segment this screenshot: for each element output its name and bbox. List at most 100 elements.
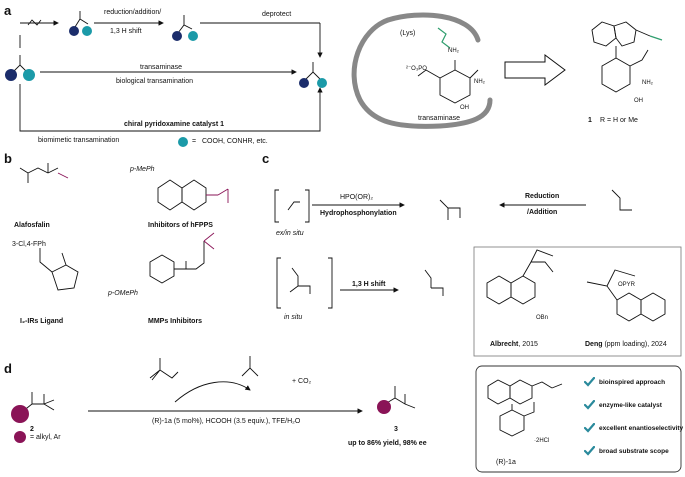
feature-label: bioinspired approach (599, 378, 666, 386)
features-box (475, 365, 682, 473)
sphere-d-product (377, 400, 391, 414)
imine-c-right (611, 189, 632, 211)
label-deng-rest: (ppm loading), 2024 (602, 341, 667, 348)
colored-spheres (5, 26, 391, 443)
label-deng-line: Deng (ppm loading), 2024 (585, 341, 667, 348)
sphere-amine-navy (172, 31, 182, 41)
label-pome: p-OMePh (108, 290, 138, 297)
cat1a-pyridine (499, 409, 525, 437)
i2ir-ring (51, 264, 79, 291)
sphere-d-legend (14, 431, 26, 443)
feature-label: broad substrate scope (599, 447, 669, 455)
label-co2: + CO₂ (292, 378, 312, 385)
lys-chain (437, 27, 451, 49)
label-cat-1a: (R)-1a (496, 459, 516, 466)
plp-ring (439, 69, 471, 104)
ketophosphonate-2 (21, 392, 55, 413)
sphere-product-teal (317, 78, 327, 88)
label-transaminase-enzyme: transaminase (418, 115, 461, 122)
reagent-reduction: reduction/addition/ (104, 9, 162, 16)
amine-chain (27, 19, 42, 26)
label-pmeph: p-MePh (130, 166, 155, 173)
sphere-legend-teal (178, 137, 188, 147)
chiral-amine-bonds (304, 62, 322, 81)
feature-label: enzyme-like catalyst (599, 401, 662, 409)
feature-row-2: enzyme-like catalyst (584, 400, 662, 410)
sphere-ketone-teal (23, 69, 35, 81)
label-hpo: HPO(OR)₂ (340, 194, 374, 201)
hfpps-ring-1 (157, 179, 183, 211)
catalyst-box (473, 246, 682, 357)
panel-letter-b: b (4, 151, 12, 166)
reagent-13shift: 1,3 H shift (110, 28, 142, 35)
legend-equals: = (192, 138, 197, 145)
imine-bonds (74, 11, 89, 28)
label-biomimetic: biomimetic transamination (38, 137, 120, 144)
label-compound-1: 1 (588, 117, 592, 124)
feature-row-3: excellent enantioselectivity (584, 423, 683, 433)
label-yield: up to 86% yield, 98% ee (348, 440, 427, 447)
sphere-imine-teal (82, 26, 92, 36)
label-opyr: OPYR (618, 282, 636, 288)
feature-label: excellent enantioselectivity (599, 424, 684, 432)
sphere-product-navy (299, 78, 309, 88)
albrecht-ring-1 (486, 275, 512, 305)
label-plp-nh2: NH₂ (474, 79, 485, 85)
feature-row-4: broad substrate scope (584, 446, 669, 456)
panel-letter-d: d (4, 361, 12, 376)
reagent-deprotect: deprotect (262, 11, 292, 18)
label-clf: 3-Cl,4-FPh (12, 241, 46, 248)
panel-letter-c: c (262, 151, 270, 166)
label-albrecht: Albrecht (490, 341, 519, 348)
cat1a-ring-1 (487, 379, 511, 405)
arrow-a-hollow (504, 54, 566, 86)
benzophenone (241, 356, 259, 377)
label-deng: Deng (585, 341, 603, 348)
label-hydrophosphonylation: Hydrophosphonylation (320, 210, 397, 217)
arc-arrow-d (174, 381, 251, 403)
label-i2ir: I₂-IRs Ligand (20, 318, 64, 325)
check-icon (584, 377, 595, 387)
label-albrecht-line: Albrecht, 2015 (490, 341, 538, 348)
catalyst-nh-link (649, 35, 663, 41)
panel-letter-a: a (4, 3, 12, 18)
alafosfalin-bonds (19, 163, 59, 183)
label-exin: ex/in situ (276, 230, 304, 237)
check-icon (584, 400, 595, 410)
label-biological: biological transamination (116, 78, 194, 85)
label-albrecht-year: , 2015 (518, 341, 538, 348)
deng-ring-1 (616, 292, 642, 322)
label-plp-oh: OH (460, 105, 469, 111)
sphere-d-substrate (11, 405, 29, 423)
label-compound-3: 3 (394, 426, 398, 433)
label-mmp: MMPs Inhibitors (148, 318, 203, 325)
sphere-imine-navy (69, 26, 79, 36)
label-obn: OBn (536, 315, 549, 321)
label-legend-alkyl: = alkyl, Ar (30, 434, 61, 441)
pyridine-ring (601, 57, 631, 93)
sphere-ketone-navy (5, 69, 17, 81)
mmp-ring (149, 254, 175, 284)
bracket-c-top (274, 189, 310, 223)
label-reduction: Reduction (525, 193, 560, 200)
sphere-amine-teal (188, 31, 198, 41)
naph-ring-1 (591, 21, 617, 47)
legend-cooh: COOH, CONHR, etc. (202, 138, 268, 145)
amine-bonds (177, 15, 193, 34)
arrow-a-biomimetic (19, 84, 323, 132)
reagent-transaminase: transaminase (140, 64, 183, 71)
label-lys-nh2: NH₂ (448, 48, 459, 54)
label-phosphate: ²⁻O₃PO (406, 66, 427, 72)
label-alafosfalin: Alafosfalin (14, 222, 50, 229)
label-conditions: (R)-1a (5 mol%), HCOOH (3.5 equiv.), TFE… (152, 418, 301, 425)
bracket-c-bottom (276, 257, 333, 309)
product-c-bottom (424, 269, 444, 296)
label-cat-nh2: NH₂ (642, 80, 653, 86)
label-addition: /Addition (527, 209, 558, 216)
label-lys: (Lys) (400, 30, 416, 37)
enzyme-pocket (351, 17, 493, 129)
label-compound-2: 2 (30, 426, 34, 433)
product-c-top (439, 199, 461, 220)
label-catalyst-1: chiral pyridoxamine catalyst 1 (124, 121, 224, 128)
